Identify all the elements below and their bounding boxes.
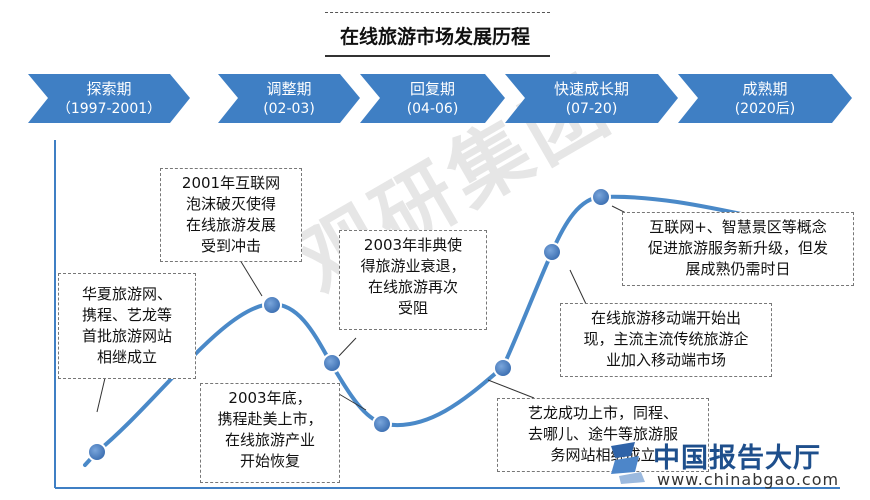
event-2-line-4: 受到冲击	[200, 237, 261, 255]
pointer-6	[569, 269, 587, 305]
milestone-point	[542, 242, 562, 262]
title-underline	[325, 55, 550, 57]
title-top-rule	[325, 12, 550, 13]
logo-mark-icon	[611, 442, 645, 484]
pointer-1	[96, 377, 106, 413]
event-6-line-1: 在线旅游移动端开始出	[590, 309, 741, 327]
event-4-line-2: 携程赴美上市，	[217, 410, 323, 428]
event-box-4: 2003年底， 携程赴美上市， 在线旅游产业 开始恢复	[200, 383, 340, 483]
event-3-line-2: 得旅游业衰退，	[360, 257, 466, 275]
phase-4: 快速成长期 (07-20)	[525, 74, 658, 123]
event-box-5: 艺龙成功上市，同程、 去哪儿、途牛等旅游服 务网站相继成立	[497, 398, 709, 472]
phase-4-years: (07-20)	[565, 101, 618, 117]
event-box-7: 互联网+、智慧景区等概念 促进旅游服务新升级，但发 展成熟仍需时日	[622, 212, 854, 286]
event-3-line-3: 在线旅游再次	[367, 278, 458, 296]
pointer-2	[239, 259, 263, 297]
milestone-point	[591, 187, 611, 207]
pointer-3	[337, 337, 357, 358]
pointer-4	[338, 393, 367, 411]
event-box-2: 2001年互联网 泡沫破灭使得 在线旅游发展 受到冲击	[160, 168, 302, 262]
event-6-line-3: 业加入移动端市场	[605, 351, 726, 369]
phase-1: 探索期 （1997-2001）	[48, 74, 170, 123]
phase-arrow-3	[360, 74, 505, 123]
milestone-point	[493, 358, 513, 378]
phase-3-years: (04-06)	[406, 101, 459, 117]
event-2-line-2: 泡沫破灭使得	[185, 195, 276, 213]
logo-chinese-name: 中国报告大厅	[653, 443, 821, 474]
phase-arrow-5	[678, 74, 852, 123]
event-7-line-3: 展成熟仍需时日	[685, 260, 791, 278]
phase-1-years: （1997-2001）	[56, 101, 162, 117]
event-box-3: 2003年非典使 得旅游业衰退， 在线旅游再次 受阻	[339, 230, 487, 330]
event-1-line-4: 相继成立	[96, 348, 157, 366]
phase-5-years: (2020后)	[734, 101, 796, 117]
milestone-point	[322, 353, 342, 373]
phase-2-years: (02-03)	[263, 101, 315, 117]
event-5-line-1: 艺龙成功上市，同程、	[527, 404, 678, 422]
event-2-line-3: 在线旅游发展	[185, 216, 276, 234]
milestone-point	[262, 295, 282, 315]
event-4-line-4: 开始恢复	[239, 452, 300, 470]
phase-arrow-4	[505, 74, 678, 123]
event-box-1: 华夏旅游网、 携程、艺龙等 首批旅游网站 相继成立	[58, 273, 196, 379]
event-1-line-2: 携程、艺龙等	[81, 306, 172, 324]
phase-2: 调整期 (02-03)	[238, 74, 340, 123]
phase-2-name: 调整期	[266, 80, 312, 98]
event-3-line-4: 受阻	[397, 299, 428, 317]
milestone-point	[87, 442, 107, 462]
milestone-point	[372, 414, 392, 434]
phase-arrow-2	[218, 74, 360, 123]
event-5-line-2: 去哪儿、途牛等旅游服	[527, 425, 678, 443]
phase-arrow-1	[28, 74, 190, 123]
event-4-line-1: 2003年底，	[228, 389, 312, 407]
event-7-line-2: 促进旅游服务新升级，但发	[647, 239, 828, 257]
event-box-6: 在线旅游移动端开始出 现，主流主流传统旅游企 业加入移动端市场	[560, 303, 772, 377]
logo-url: www.chinabgao.com	[657, 470, 840, 489]
phase-5-name: 成熟期	[742, 80, 788, 98]
event-7-line-1: 互联网+、智慧景区等概念	[649, 218, 827, 236]
phase-5: 成熟期 (2020后)	[698, 74, 832, 123]
event-1-line-3: 首批旅游网站	[81, 327, 172, 345]
page-title: 在线旅游市场发展历程	[339, 26, 530, 48]
site-logo: 中国报告大厅 www.chinabgao.com	[605, 436, 865, 494]
phase-4-name: 快速成长期	[553, 80, 629, 98]
phase-3-name: 回复期	[409, 80, 455, 98]
event-4-line-3: 在线旅游产业	[224, 431, 315, 449]
phase-1-name: 探索期	[86, 80, 132, 98]
phase-3: 回复期 (04-06)	[380, 74, 485, 123]
event-2-line-1: 2001年互联网	[181, 174, 281, 192]
event-6-line-2: 现，主流主流传统旅游企	[583, 330, 749, 348]
event-3-line-1: 2003年非典使	[363, 236, 463, 254]
event-1-line-1: 华夏旅游网、	[81, 285, 172, 303]
pointer-5	[487, 379, 535, 399]
